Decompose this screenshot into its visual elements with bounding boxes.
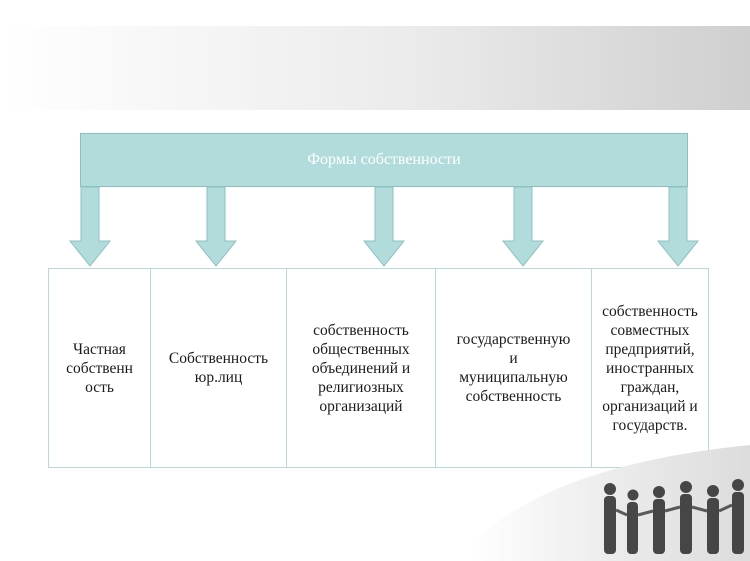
- form-cell-legal-entities: Собственность юр.лиц: [151, 269, 287, 467]
- arrow-down-5: [656, 186, 700, 267]
- form-cell-public-religious: собственность общественных объединений и…: [287, 269, 436, 467]
- arrow-down-3: [362, 186, 406, 267]
- forms-list: Частная собственн ость Собственность юр.…: [48, 268, 709, 468]
- form-label: Частная собственн ость: [66, 340, 133, 396]
- arrow-down-1: [68, 186, 112, 267]
- header-title: Формы собственности: [307, 151, 461, 168]
- form-label: Собственность юр.лиц: [168, 350, 269, 386]
- form-label: собственность общественных объединений и…: [311, 321, 411, 415]
- form-label: собственность совместных предприятий, ин…: [602, 302, 698, 434]
- people-holding-hands-photo: [470, 445, 750, 561]
- arrow-down-2: [194, 186, 238, 267]
- form-cell-state-municipal: государственную и муниципальную собствен…: [436, 269, 592, 467]
- form-cell-joint-foreign: собственность совместных предприятий, ин…: [592, 269, 708, 467]
- form-cell-private: Частная собственн ость: [49, 269, 151, 467]
- form-label: государственную и муниципальную собствен…: [456, 331, 571, 405]
- forms-header-box: Формы собственности: [80, 133, 688, 187]
- arrow-down-4: [501, 186, 545, 267]
- slide-header-band: [0, 26, 750, 110]
